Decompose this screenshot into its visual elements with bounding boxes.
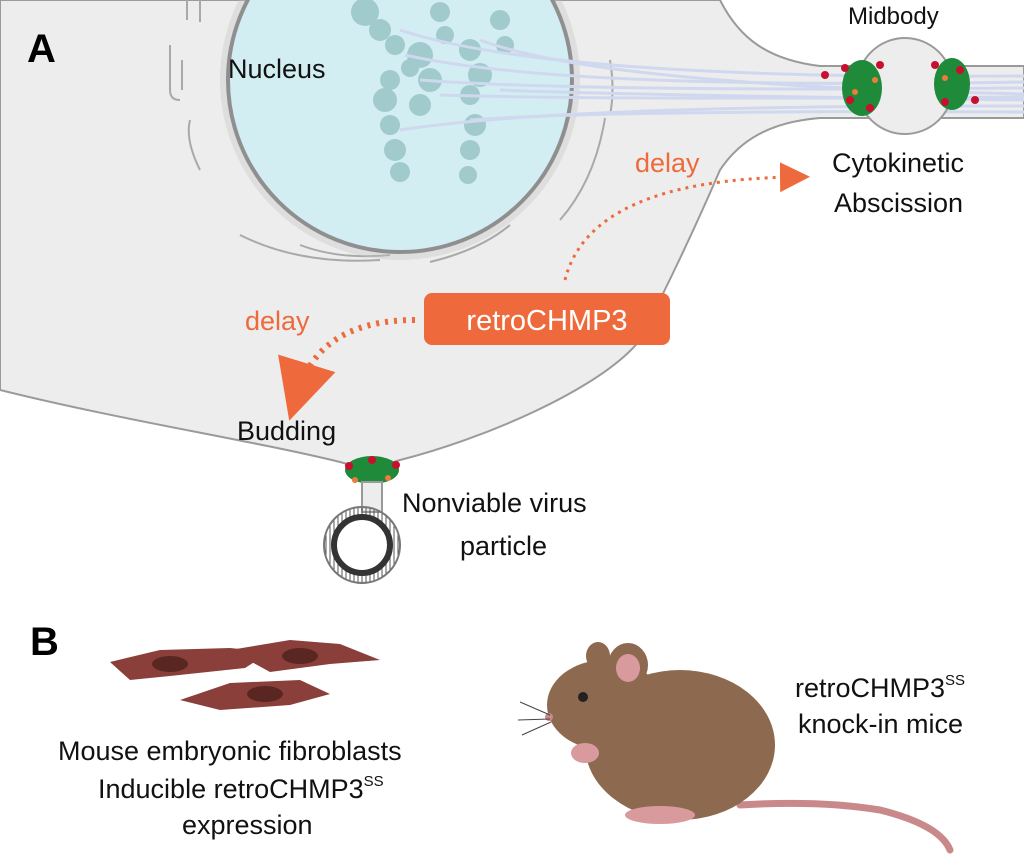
- budding-virus: [323, 456, 401, 584]
- arrow-to-budding: [278, 317, 416, 421]
- mice-line1-text: retroCHMP3SS: [795, 672, 965, 703]
- arrow-to-abscission: [563, 162, 810, 281]
- abscission-label-line1: Cytokinetic: [832, 148, 964, 178]
- endoplasmic-reticulum: [169, 0, 614, 263]
- virus-label-line1: Nonviable virus: [402, 488, 587, 518]
- nucleus-label: Nucleus: [228, 54, 326, 84]
- fibro-line2-sup: SS: [364, 773, 384, 790]
- retrochmp3-box-label: retroCHMP3: [466, 305, 627, 337]
- fibro-line2: Inducible retroCHMP3: [98, 774, 364, 804]
- midbody-label: Midbody: [848, 3, 939, 30]
- midbody: Midbody: [821, 3, 979, 135]
- mice-line2: knock-in mice: [798, 709, 963, 739]
- abscission-label-line2: Abscission: [834, 188, 963, 218]
- mice-line1-sup: SS: [945, 672, 965, 689]
- mice-line1: retroCHMP3: [795, 673, 945, 703]
- fibroblasts: [110, 640, 380, 710]
- fibro-line1: Mouse embryonic fibroblasts: [58, 736, 402, 766]
- panel-b-letter: B: [30, 620, 59, 664]
- virus-label-line2: particle: [460, 531, 547, 561]
- delay-label-top: delay: [635, 148, 700, 178]
- delay-label-left: delay: [245, 306, 310, 336]
- budding-label: Budding: [237, 416, 336, 446]
- midbody-ring-right: [934, 58, 970, 110]
- retrochmp3-box: retroCHMP3: [424, 293, 670, 345]
- mouse-illustration: [517, 642, 954, 854]
- fibro-line3: expression: [182, 810, 313, 840]
- fibro-line2-text: Inducible retroCHMP3SS: [98, 773, 384, 804]
- panel-a-letter: A: [27, 27, 56, 71]
